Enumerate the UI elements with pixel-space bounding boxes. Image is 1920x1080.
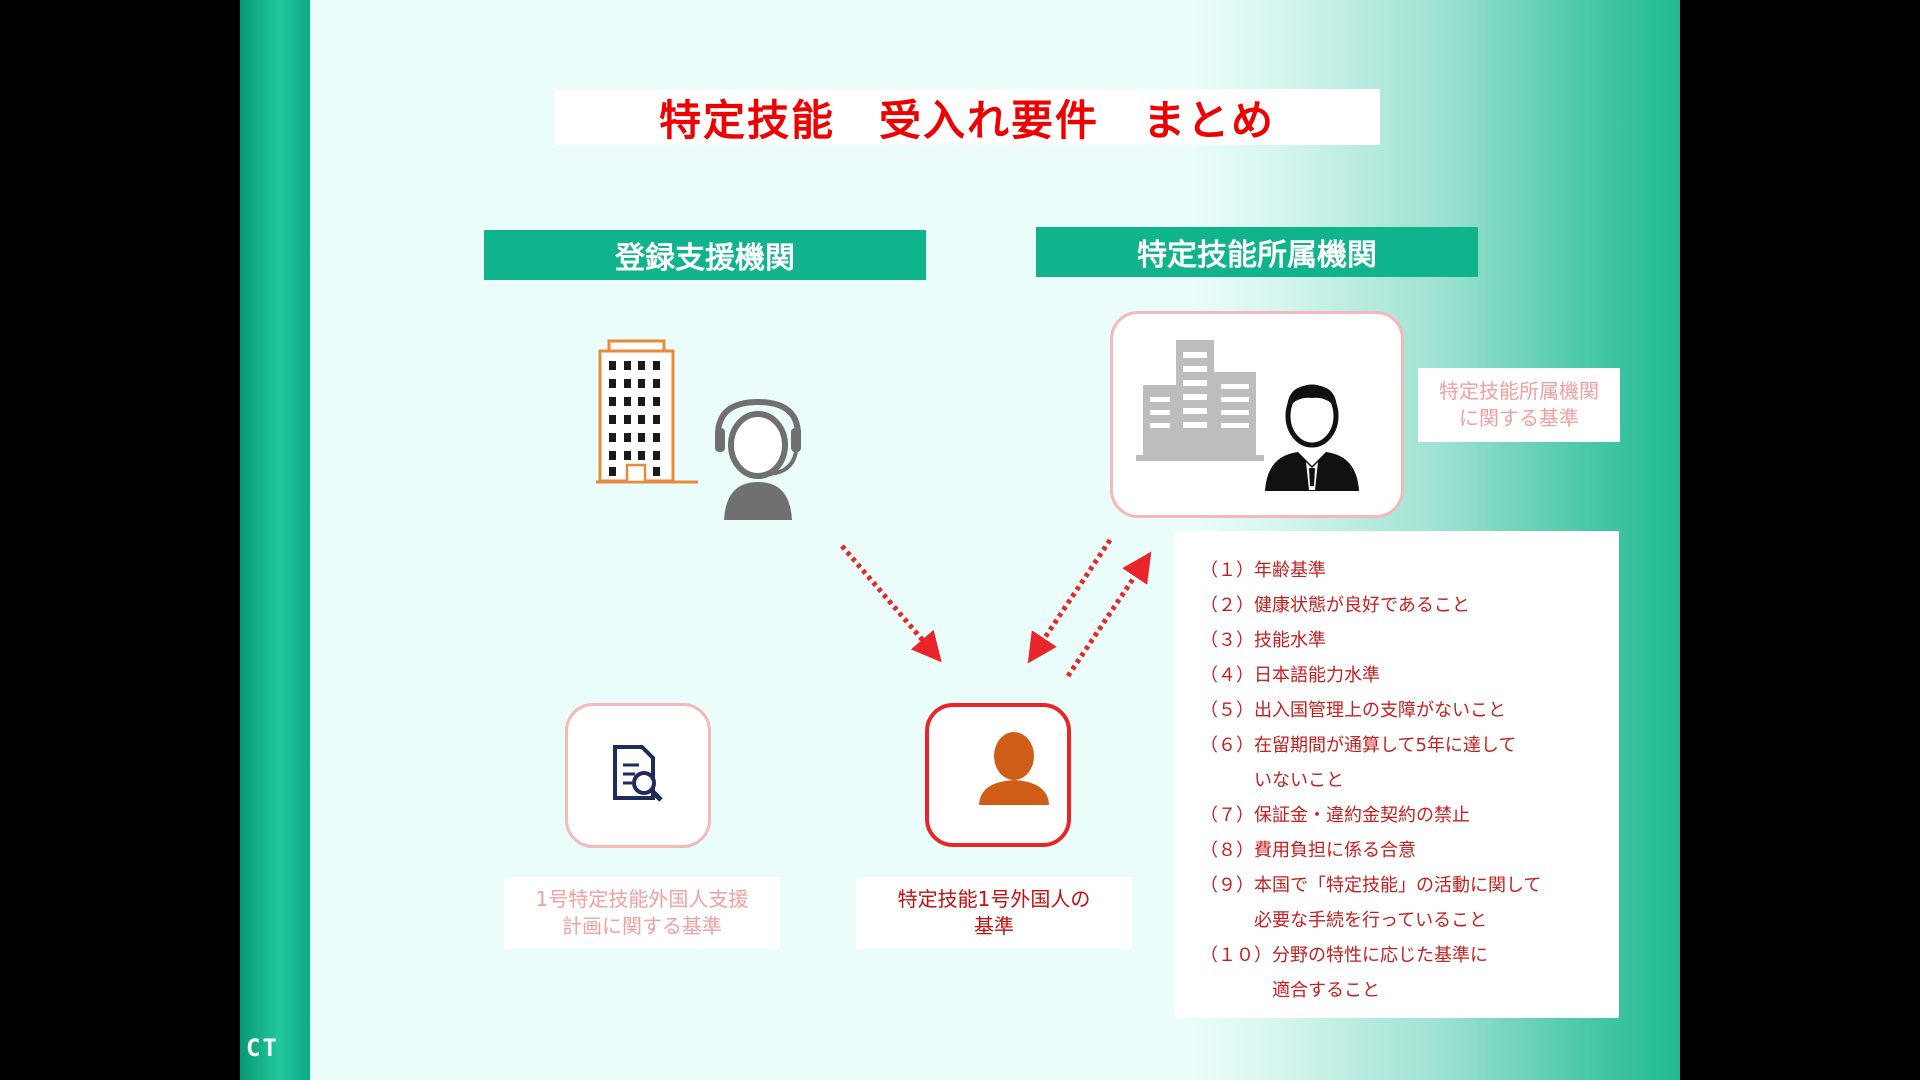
title-box: 特定技能 受入れ要件 まとめ (554, 89, 1380, 145)
arrow-support-to-worker (840, 544, 942, 663)
page-title: 特定技能 受入れ要件 まとめ (658, 95, 1275, 145)
list-item: （５）出入国管理上の支障がないこと (1200, 700, 1506, 721)
list-item: （７）保証金・違約金契約の禁止 (1200, 805, 1470, 826)
office-building-icon (596, 339, 698, 484)
foreign-worker-criteria-label: 特定技能1号外国人の 基準 (856, 877, 1132, 949)
arrow-worker-to-org (1065, 551, 1152, 678)
foreign-worker-card (925, 703, 1071, 847)
list-item: （１）年齢基準 (1200, 560, 1326, 581)
list-item: いないこと (1200, 770, 1344, 791)
ct-logo: CT (246, 1034, 279, 1062)
list-item: 適合すること (1200, 980, 1380, 1001)
list-item: （４）日本語能力水準 (1200, 665, 1380, 686)
header-registered-support-org: 登録支援機関 (484, 230, 926, 280)
affiliated-org-criteria-label: 特定技能所属機関 に関する基準 (1418, 368, 1620, 442)
header-affiliated-org: 特定技能所属機関 (1036, 227, 1478, 277)
list-item: （２）健康状態が良好であること (1200, 595, 1470, 616)
support-plan-criteria-label: 1号特定技能外国人支援 計画に関する基準 (504, 877, 780, 949)
criteria-list-panel: （１）年齢基準 （２）健康状態が良好であること （３）技能水準 （４）日本語能力… (1174, 531, 1619, 1018)
list-item: （８）費用負担に係る合意 (1200, 840, 1416, 861)
slide: CT 特定技能 受入れ要件 まとめ 登録支援機関 特定技能所属機関 特定技能所属… (240, 0, 1680, 1080)
left-accent-bar: CT (240, 0, 310, 1080)
arrow-org-to-worker (1027, 538, 1113, 664)
list-item: 必要な手続を行っていること (1200, 910, 1488, 931)
list-item: （３）技能水準 (1200, 630, 1326, 651)
headset-operator-icon (715, 398, 801, 520)
list-item: （１０）分野の特性に応じた基準に (1200, 945, 1488, 966)
list-item: （６）在留期間が通算して5年に達して (1200, 735, 1517, 756)
list-item: （９）本国で「特定技能」の活動に関して (1200, 875, 1542, 896)
affiliated-org-card (1110, 311, 1404, 518)
support-plan-card (565, 703, 711, 848)
